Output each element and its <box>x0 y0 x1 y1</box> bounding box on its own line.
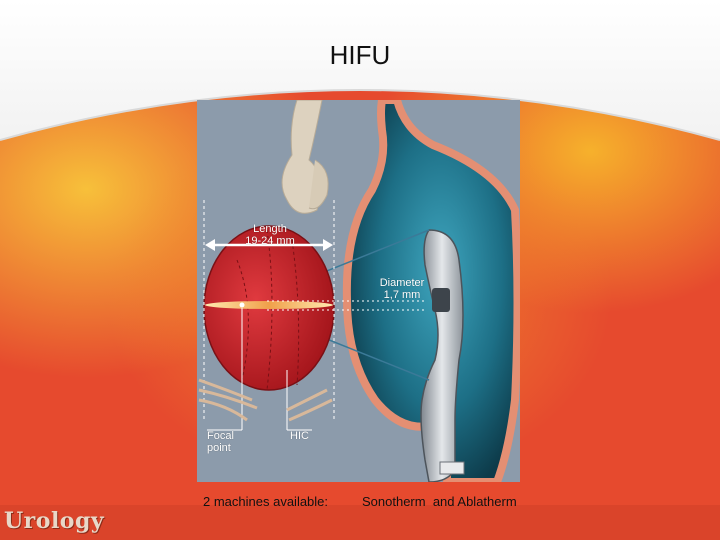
diameter-label: Diameter 1,7 mm <box>372 277 432 301</box>
focal-label-line1: Focal <box>207 430 234 442</box>
length-label: Length 19-24 mm <box>240 223 300 247</box>
diameter-label-line1: Diameter <box>379 277 425 289</box>
focal-point-label: Focal point <box>207 430 234 454</box>
slide-title: HIFU <box>329 40 391 70</box>
caption-machine-names: Sonotherm and Ablatherm <box>362 494 517 509</box>
length-label-line1: Length <box>253 223 287 235</box>
hifu-illustration <box>197 100 520 482</box>
urology-logo: Urology <box>4 508 105 534</box>
caption-machines: 2 machines available: <box>203 494 329 509</box>
focal-label-line2: point <box>207 442 231 454</box>
diameter-label-line2: 1,7 mm <box>383 289 421 301</box>
hic-label: HIC <box>290 430 309 442</box>
length-label-line2: 19-24 mm <box>245 235 295 247</box>
